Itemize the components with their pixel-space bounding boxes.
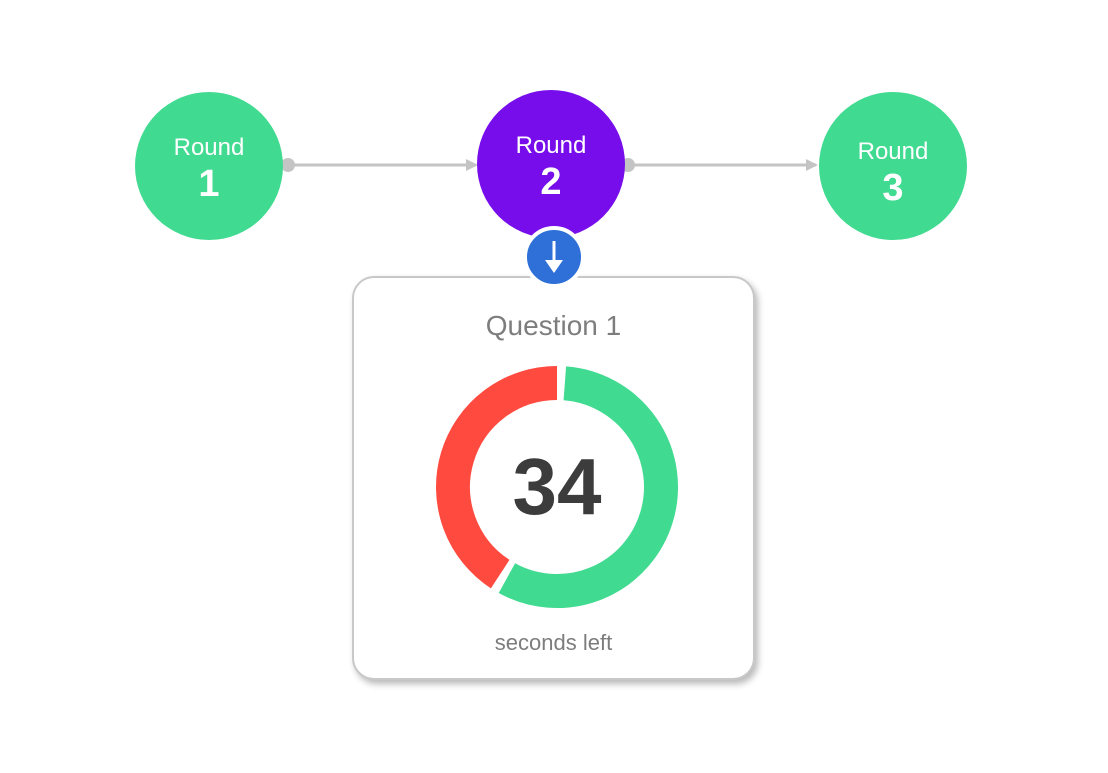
round-node-2[interactable]: Round 2 bbox=[477, 90, 625, 238]
round-node-3[interactable]: Round 3 bbox=[819, 92, 967, 240]
question-title: Question 1 bbox=[485, 310, 622, 341]
countdown-ring bbox=[436, 366, 678, 608]
question-timer-card: Question 1 34 seconds left bbox=[352, 276, 755, 680]
timer-remaining-arc bbox=[498, 366, 678, 608]
timer-elapsed-arc bbox=[436, 366, 558, 589]
connector-round-1-to-2 bbox=[281, 158, 478, 172]
round-node-2-number: 2 bbox=[540, 161, 561, 203]
round-node-3-label: Round bbox=[858, 138, 929, 165]
arrow-down-icon[interactable] bbox=[523, 226, 585, 288]
round-node-1-label: Round bbox=[174, 134, 245, 161]
seconds-left-value: 34 bbox=[512, 442, 602, 531]
round-node-1-number: 1 bbox=[198, 163, 219, 205]
round-node-1[interactable]: Round 1 bbox=[135, 92, 283, 240]
round-node-3-number: 3 bbox=[882, 167, 903, 209]
round-node-2-label: Round bbox=[516, 132, 587, 159]
connector-round-2-to-3 bbox=[621, 158, 818, 172]
seconds-left-caption: seconds left bbox=[494, 630, 613, 655]
